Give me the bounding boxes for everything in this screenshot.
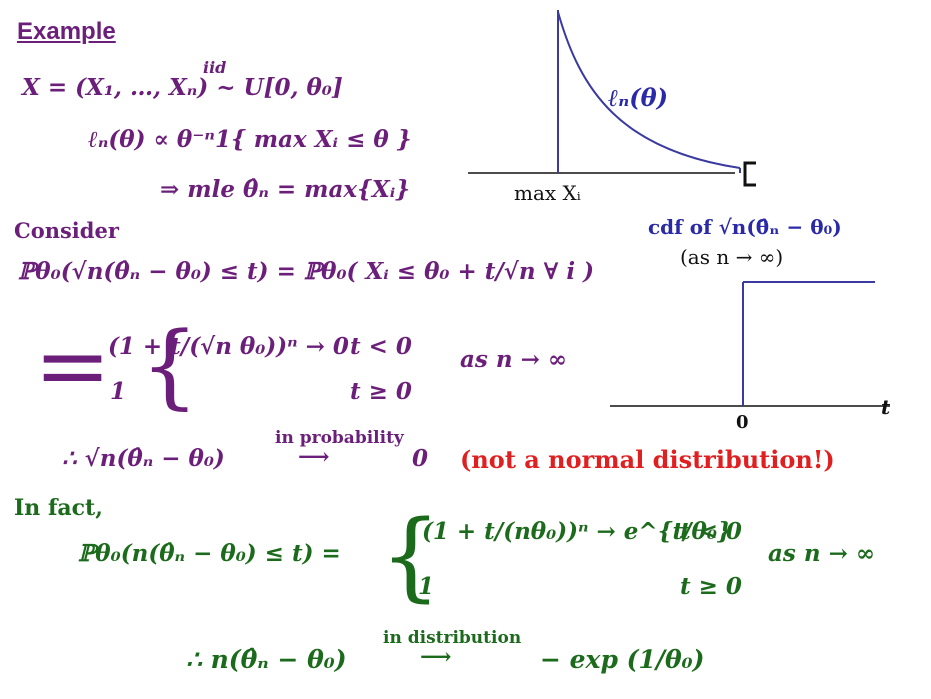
plot1-curve <box>557 11 741 169</box>
cdf-plot: 0 t <box>610 281 891 433</box>
likelihood-equation: ℓₙ(θ) ∝ θ⁻ⁿ1{ max Xᵢ ≤ θ } <box>88 126 412 153</box>
x-label: max Xᵢ <box>514 181 581 205</box>
as-n-infinity-1: as n → ∞ <box>460 346 568 373</box>
case2-expr: 1 <box>110 378 127 405</box>
in-fact-label: In fact, <box>14 495 103 521</box>
consider-label: Consider <box>14 218 119 243</box>
exp-result: − exp (1/θ₀) <box>540 645 705 674</box>
slide-title: Example <box>17 18 116 45</box>
probability-equation: ℙθ₀(√n(θ̂ₙ − θ₀) ≤ t) = ℙθ₀( Xᵢ ≤ θ₀ + t… <box>18 258 595 285</box>
in-distribution-label: in distribution <box>383 628 522 648</box>
cdf-subtitle: (as n → ∞) <box>680 245 784 269</box>
not-normal-note: (not a normal distribution!) <box>460 445 835 474</box>
mle-equation: ⇒ mle θ̂ₙ = max{Xᵢ} <box>160 176 411 203</box>
case4-cond: t ≥ 0 <box>680 573 742 600</box>
case4-expr: 1 <box>418 573 435 600</box>
arrow-dist: ⟶ <box>420 644 452 670</box>
as-n-infinity-2: as n → ∞ <box>768 540 876 567</box>
case1-expr: (1 + t/(√n θ₀))ⁿ → 0 <box>108 333 349 360</box>
cdf-tick-zero: 0 <box>736 412 749 433</box>
limit-zero: 0 <box>412 445 429 472</box>
model-equation: X = (X₁, …, Xₙ) ~ U[0, θ₀] iid <box>22 58 343 101</box>
scaled-prob-lhs: ℙθ₀(n(θ̂ₙ − θ₀) ≤ t) = <box>78 540 341 567</box>
cdf-title: cdf of √n(θ̂ₙ − θ₀) <box>648 215 842 239</box>
arrow-prob: ⟶ <box>298 444 330 470</box>
brace-1: = { <box>34 312 199 419</box>
case3-expr: (1 + t/(nθ₀))ⁿ → e^{t/θ₀} <box>422 518 732 545</box>
curve-label: ℓₙ(θ) <box>608 83 668 112</box>
conclusion-dist: ∴ n(θ̂ₙ − θ₀) <box>186 645 347 674</box>
case3-cond: t < 0 <box>680 518 742 545</box>
bracket-icon <box>743 161 756 187</box>
iid-label: iid <box>203 58 227 77</box>
in-probability-label: in probability <box>275 428 404 448</box>
likelihood-plot: ℓₙ(θ) max Xᵢ <box>468 10 756 205</box>
brace-2: { <box>380 500 442 612</box>
conclusion-prob: ∴ √n(θ̂ₙ − θ₀) <box>62 445 225 472</box>
case1-cond: t < 0 <box>350 333 412 360</box>
case2-cond: t ≥ 0 <box>350 378 412 405</box>
cdf-axis-label: t <box>881 395 891 419</box>
